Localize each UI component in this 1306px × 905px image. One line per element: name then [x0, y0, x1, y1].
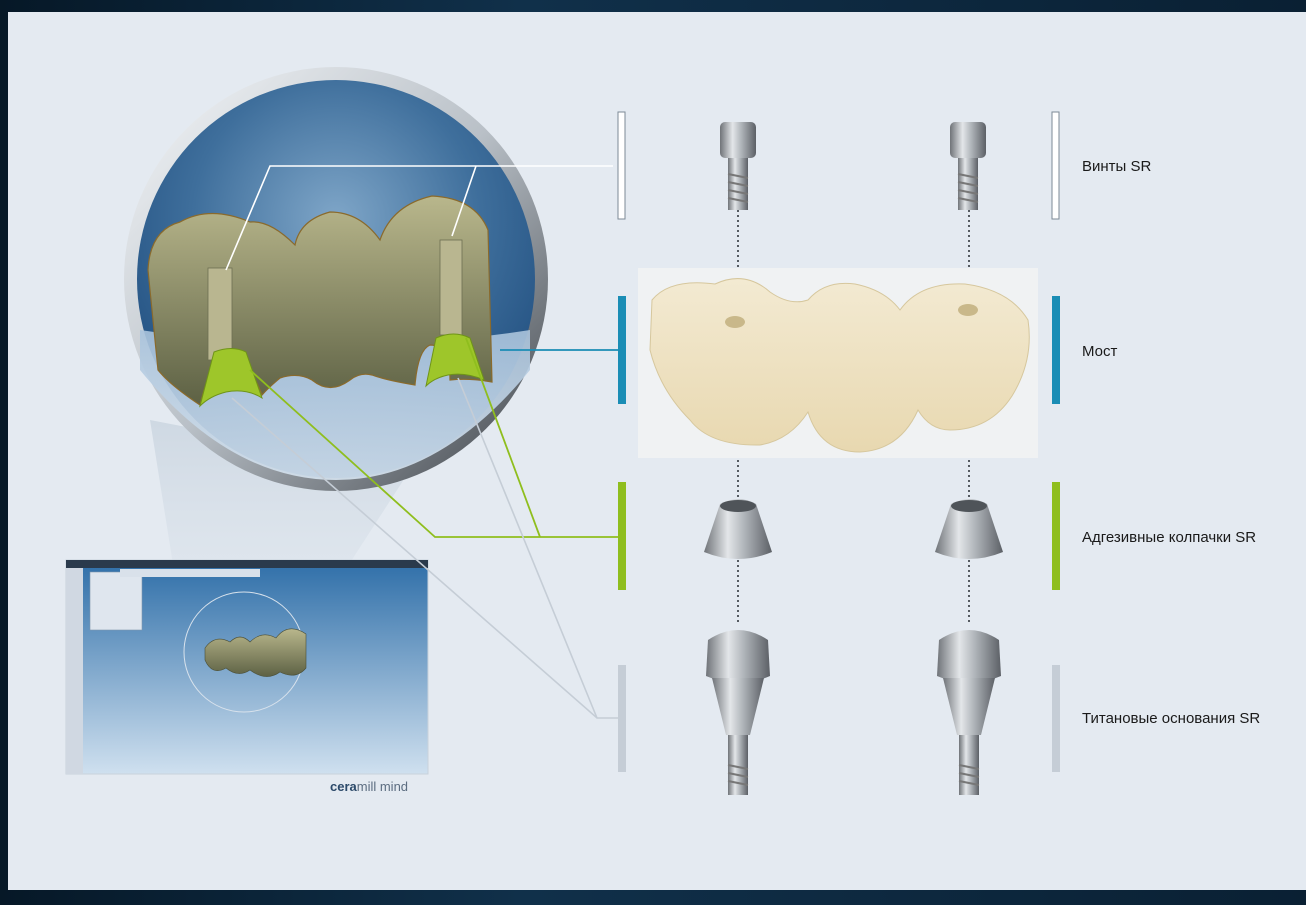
- bar-right-bases: [1052, 665, 1060, 772]
- adhesive-cap-left: [704, 499, 772, 559]
- adhesive-cap-right: [935, 499, 1003, 559]
- bar-right-bridge: [1052, 296, 1060, 404]
- bar-left-caps: [618, 482, 626, 590]
- logo-rest: mill mind: [357, 779, 408, 794]
- software-screenshot: [66, 560, 428, 774]
- label-bridge: Мост: [1082, 343, 1117, 360]
- ceramic-bridge: [638, 268, 1038, 458]
- bar-right-caps: [1052, 482, 1060, 590]
- bar-left-screws: [618, 112, 625, 219]
- bar-left-bases: [618, 665, 626, 772]
- bar-left-bridge: [618, 296, 626, 404]
- label-screws: Винты SR: [1082, 158, 1151, 175]
- logo-bold: cera: [330, 779, 357, 794]
- label-titanium-bases: Титановые основания SR: [1082, 710, 1260, 727]
- screw-right: [950, 122, 986, 210]
- ceramill-logo: ceramill mind: [330, 779, 408, 794]
- screw-left: [720, 122, 756, 210]
- magnifier-lens: [124, 67, 548, 491]
- bar-right-screws: [1052, 112, 1059, 219]
- titanium-base-left: [706, 630, 770, 795]
- label-adhesive-caps: Адгезивные колпачки SR: [1082, 529, 1256, 546]
- titanium-base-right: [937, 630, 1001, 795]
